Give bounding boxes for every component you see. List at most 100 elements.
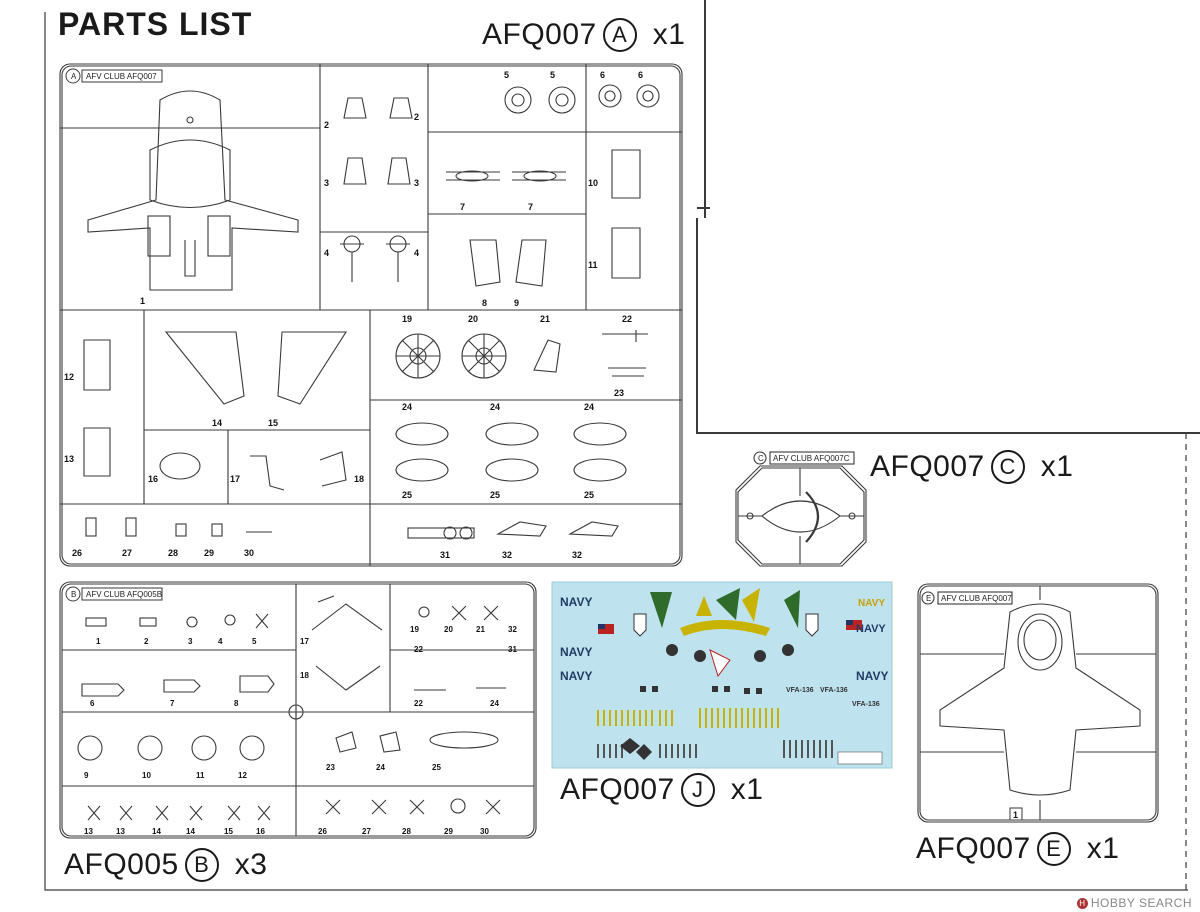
sprue-e-code-text: AFQ007	[916, 832, 1031, 865]
part-number-label: 25	[490, 490, 500, 500]
part-number-label: 24	[402, 402, 412, 412]
part-number-label: 32	[572, 550, 582, 560]
part-number-label: 27	[362, 827, 371, 836]
part-number-label: 16	[256, 827, 265, 836]
sprue-e-label: AFV CLUB AFQ007	[941, 594, 1012, 603]
sprue-a-badge	[65, 68, 163, 84]
part-number-label: 26	[72, 548, 82, 558]
part-number-label: 14	[152, 827, 161, 836]
sprue-j-code: AFQ007 J x1	[560, 773, 763, 807]
sprue-j-code-text: AFQ007	[560, 773, 675, 806]
sprue-c-label: AFV CLUB AFQ007C	[773, 454, 850, 463]
watermark-text: HOBBY SEARCH	[1090, 896, 1192, 910]
decal-navy-text: NAVY	[560, 645, 592, 659]
part-number-label: 4	[414, 248, 419, 258]
decal-squadron-text: VFA-136	[786, 687, 814, 694]
part-number-label: 2	[414, 112, 419, 122]
part-number-label: 14	[212, 418, 222, 428]
part-number-label: 14	[186, 827, 195, 836]
part-number-label: 32	[508, 625, 517, 634]
sprue-c-qty: x1	[1040, 450, 1074, 483]
part-number-label: 31	[440, 550, 450, 560]
part-number-label: 9	[84, 771, 89, 780]
sprue-b	[59, 581, 537, 839]
part-number-label: 28	[168, 548, 178, 558]
decal-navy-text: NAVY	[560, 669, 592, 683]
part-e1-fuselage	[939, 603, 1141, 796]
part-number-label: 18	[354, 474, 364, 484]
decal-navy-text: NAVY	[856, 669, 888, 683]
decal-navy-text: NAVY	[858, 598, 885, 609]
sprue-c-frame	[735, 465, 867, 567]
sprue-j-qty: x1	[730, 773, 764, 806]
sprue-b-numbers: 1 2 3 4 5 6 7 8 9 10 11 12 13 13 14 14 1…	[84, 625, 517, 836]
part-number-label: 6	[90, 699, 95, 708]
part-number-label: 7	[460, 202, 465, 212]
part-number-label: 32	[502, 550, 512, 560]
part-number-label: 12	[64, 372, 74, 382]
part-number-label: 30	[480, 827, 489, 836]
sprue-a-badge-letter: A	[71, 72, 77, 81]
sprue-b-badge	[65, 586, 163, 602]
part-number-label: 11	[196, 771, 205, 780]
sprue-b-code: AFQ005 B x3	[64, 848, 267, 882]
part-number-label: 3	[414, 178, 419, 188]
sprue-b-letter: B	[184, 848, 219, 882]
part-number-label: 7	[170, 699, 175, 708]
sprue-e-badge-letter: E	[926, 594, 931, 603]
part-number-label: 19	[402, 314, 412, 324]
part-number-label: 9	[514, 298, 519, 308]
sprue-b-label: AFV CLUB AFQ005B	[86, 590, 162, 599]
part-number-label: 27	[122, 548, 132, 558]
part-number-label: 22	[622, 314, 632, 324]
part-number-label: 18	[300, 671, 309, 680]
part-number-label: 16	[148, 474, 158, 484]
part-number-label: 7	[528, 202, 533, 212]
part-number-label: 26	[318, 827, 327, 836]
decal-sheet-background	[551, 581, 893, 769]
sprue-e-frame	[917, 583, 1159, 823]
part-number-label: 3	[188, 637, 193, 646]
part-number-label: 15	[268, 418, 278, 428]
decal-navy-text: NAVY	[856, 623, 886, 635]
sprue-c-badge-letter: C	[758, 454, 764, 463]
sprue-c-code-text: AFQ007	[870, 450, 985, 483]
part-number-label: 11	[588, 260, 598, 270]
decal-squadron-text: VFA-136	[852, 701, 880, 708]
part-number-label: 13	[64, 454, 74, 464]
sprue-a-letter: A	[602, 18, 637, 52]
sprue-a-code-text: AFQ007	[482, 18, 597, 51]
sprue-b-code-text: AFQ005	[64, 848, 179, 881]
sprue-e-qty: x1	[1086, 832, 1120, 865]
part-number-label: 13	[116, 827, 125, 836]
part-number-label: 6	[600, 70, 605, 80]
part-number-label: 22	[414, 699, 423, 708]
part-number-label: 24	[490, 402, 500, 412]
part-number-label: 30	[244, 548, 254, 558]
part-a1-fuselage	[87, 90, 299, 291]
sprue-b-badge-letter: B	[71, 590, 76, 599]
part-number-label: 24	[490, 699, 499, 708]
part-number-label: 24	[584, 402, 594, 412]
sprue-j-letter: J	[680, 773, 715, 807]
part-number-label: 10	[142, 771, 151, 780]
sprue-a-qty: x1	[652, 18, 686, 51]
decal-sheet-text: NAVY NAVY NAVY NAVY NAVY NAVY VFA-136 VF…	[560, 595, 888, 708]
sprue-c-letter: C	[990, 450, 1025, 484]
sprue-a-label: AFV CLUB AFQ007	[86, 72, 157, 81]
part-number-label: 2	[324, 120, 329, 130]
part-number-label: 29	[444, 827, 453, 836]
part-number-label: 15	[224, 827, 233, 836]
part-number-label: 25	[432, 763, 441, 772]
part-number-label: 4	[218, 637, 223, 646]
part-number-label: 6	[638, 70, 643, 80]
part-number-label: 23	[614, 388, 624, 398]
sprue-e-code: AFQ007 E x1	[916, 832, 1119, 866]
part-number-label: 22	[414, 645, 423, 654]
part-number-label: 4	[324, 248, 329, 258]
part-number-label: 25	[584, 490, 594, 500]
sprue-b-qty: x3	[234, 848, 268, 881]
